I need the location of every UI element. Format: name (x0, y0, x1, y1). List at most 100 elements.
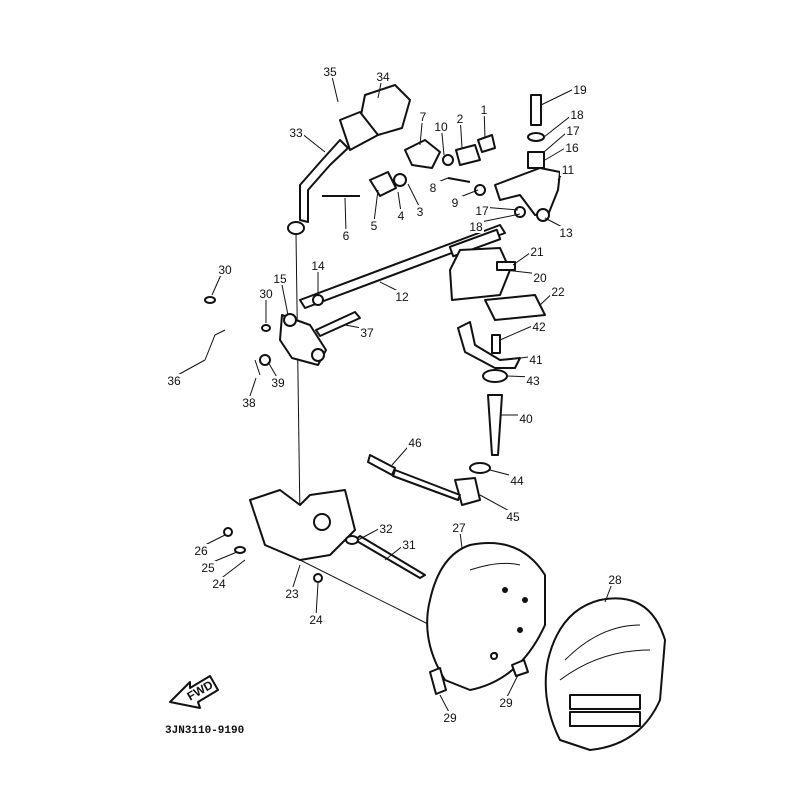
callout-background (569, 108, 585, 121)
leader-line (315, 582, 319, 617)
callout-18: 18 (570, 108, 584, 122)
lower-bracket (223, 489, 431, 626)
callout-background (166, 374, 182, 387)
callout-18: 18 (469, 220, 483, 234)
callout-background (531, 320, 547, 333)
callout-2: 2 (457, 112, 464, 126)
shift-knob (339, 84, 411, 151)
callout-background (474, 204, 490, 217)
callout-19: 19 (573, 83, 587, 97)
callout-29: 29 (443, 711, 457, 725)
lever-bracket (204, 294, 361, 376)
callout-3: 3 (417, 205, 424, 219)
callout-26: 26 (194, 544, 208, 558)
callout-34: 34 (376, 70, 390, 84)
right-bracket (367, 247, 546, 506)
leader-line (291, 564, 301, 591)
callout-background (518, 412, 534, 425)
callout-background (258, 287, 274, 300)
callout-27: 27 (452, 521, 466, 535)
callout-background (498, 696, 514, 709)
callout-background (412, 205, 428, 218)
callout-background (241, 396, 257, 409)
callout-16: 16 (565, 141, 579, 155)
leader-line (407, 183, 421, 209)
callout-background (447, 196, 463, 209)
callout-25: 25 (201, 561, 215, 575)
callout-40: 40 (519, 412, 533, 426)
shift-lever (287, 139, 349, 521)
callout-background (378, 522, 394, 535)
callout-background (407, 436, 423, 449)
callout-background (476, 103, 492, 116)
callout-background (525, 374, 541, 387)
callout-24: 24 (309, 613, 323, 627)
callout-31: 31 (402, 538, 416, 552)
callout-background (607, 573, 623, 586)
callout-35: 35 (323, 65, 337, 79)
callout-33: 33 (289, 126, 303, 140)
callout-1: 1 (481, 103, 488, 117)
leader-line (373, 189, 379, 223)
callout-background (288, 126, 304, 139)
callout-37: 37 (360, 326, 374, 340)
callout-background (366, 219, 382, 232)
callout-15: 15 (273, 272, 287, 286)
callout-background (509, 474, 525, 487)
leader-line (344, 197, 347, 233)
callout-7: 7 (420, 110, 427, 124)
callout-background (375, 70, 391, 83)
callout-background (211, 577, 227, 590)
callout-background (565, 124, 581, 137)
callout-30: 30 (259, 287, 273, 301)
callout-44: 44 (510, 474, 524, 488)
callout-background (425, 181, 441, 194)
callout-background (393, 209, 409, 222)
callout-30: 30 (218, 263, 232, 277)
callout-background (322, 65, 338, 78)
callout-background (338, 229, 354, 242)
part-code: 3JN3110-9190 (165, 725, 244, 737)
callout-background (415, 110, 431, 123)
cover-27 (426, 542, 546, 691)
callout-background (528, 353, 544, 366)
callout-13: 13 (559, 226, 573, 240)
callout-45: 45 (506, 510, 520, 524)
callout-9: 9 (452, 196, 459, 210)
leader-line (218, 559, 246, 581)
callout-background (217, 263, 233, 276)
bolts (429, 652, 529, 695)
callout-24: 24 (212, 577, 226, 591)
callout-background (468, 220, 484, 233)
callout-17: 17 (566, 124, 580, 138)
callout-41: 41 (529, 353, 543, 367)
callout-43: 43 (526, 374, 540, 388)
callout-background (560, 163, 576, 176)
callout-background (451, 521, 467, 534)
callout-17: 17 (475, 204, 489, 218)
callout-background (284, 587, 300, 600)
callout-38: 38 (242, 396, 256, 410)
callout-20: 20 (533, 271, 547, 285)
callout-22: 22 (551, 285, 565, 299)
callout-background (394, 290, 410, 303)
callout-background (310, 259, 326, 272)
callout-background (433, 120, 449, 133)
callout-29: 29 (499, 696, 513, 710)
callout-5: 5 (371, 219, 378, 233)
callout-background (401, 538, 417, 551)
callout-background (200, 561, 216, 574)
callout-background (442, 711, 458, 724)
callout-46: 46 (408, 436, 422, 450)
callout-background (452, 112, 468, 125)
callout-background (572, 83, 588, 96)
callout-23: 23 (285, 587, 299, 601)
callout-background (270, 376, 286, 389)
leader-line (505, 674, 519, 700)
callout-21: 21 (530, 245, 544, 259)
callout-8: 8 (430, 181, 437, 195)
callout-32: 32 (379, 522, 393, 536)
